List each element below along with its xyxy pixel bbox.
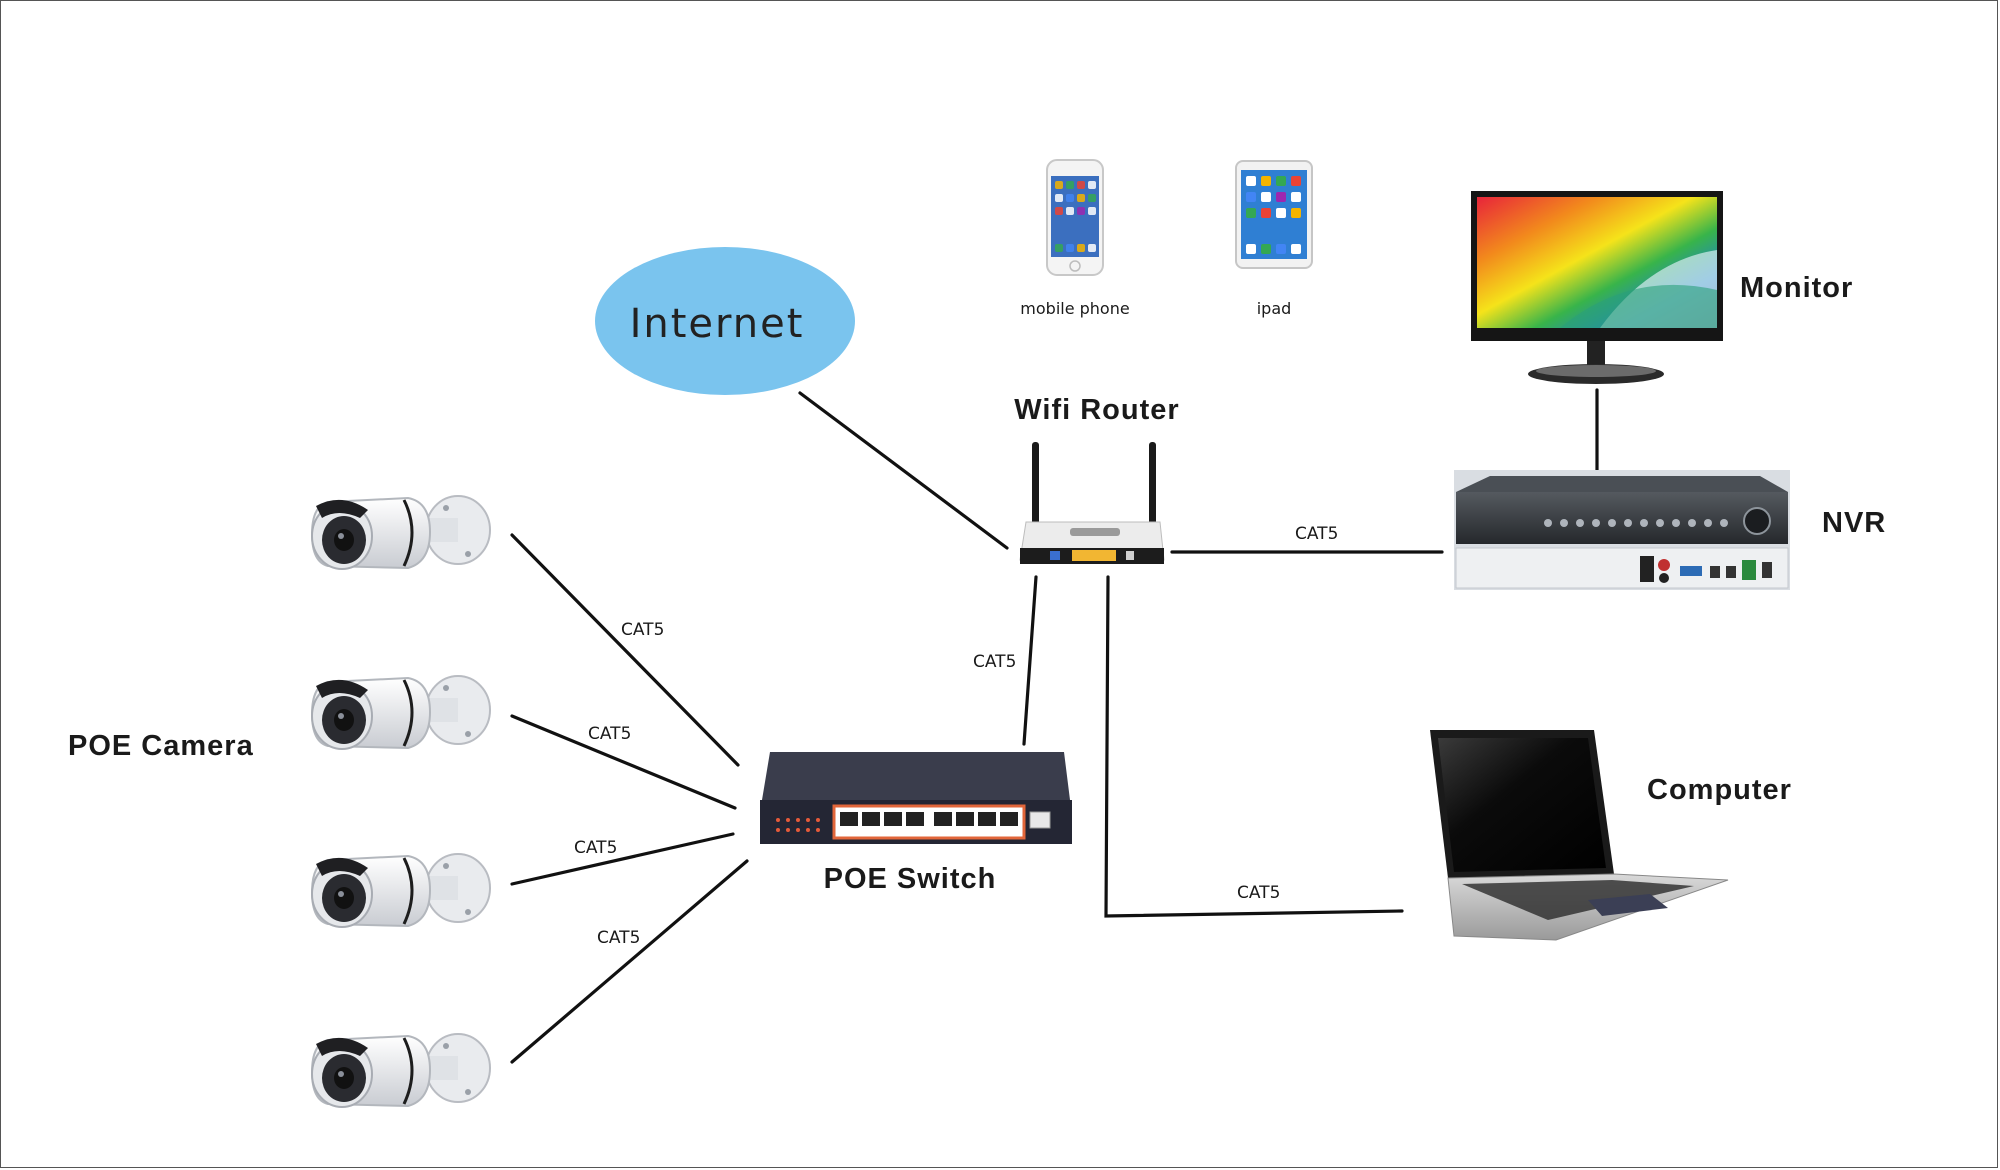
link-label-router-nvr: CAT5 [1295,524,1338,544]
wifi-router-label: Wifi Router [1014,394,1179,426]
wire-router-computer [1104,575,1404,918]
monitor-label: Monitor [1740,272,1853,304]
link-label-camera1: CAT5 [621,620,664,640]
wire-internet-router [798,391,1009,550]
wifi-router-icon [1019,442,1165,564]
wire-camera2-switch [510,714,737,810]
poe-camera-label: POE Camera [68,730,254,762]
link-label-camera2: CAT5 [588,724,631,744]
wire-camera3-switch [510,832,735,886]
mobile-phone-icon [1046,159,1104,276]
poe-camera-4-icon [310,1032,492,1109]
poe-camera-1-icon [310,494,492,571]
ipad-icon [1235,160,1313,269]
mobile-phone-label: mobile phone [1020,299,1129,318]
wire-switch-router [1022,575,1038,746]
nvr-label: NVR [1822,507,1886,539]
nvr-icon [1454,470,1790,590]
wire-camera4-switch [510,859,749,1064]
poe-switch-label: POE Switch [824,863,997,895]
poe-camera-2-icon [310,674,492,751]
wire-camera1-switch [510,533,740,767]
monitor-icon [1471,191,1723,384]
ipad-label: ipad [1257,299,1292,318]
link-label-switch-router: CAT5 [973,652,1016,672]
link-label-camera3: CAT5 [574,838,617,858]
computer-icon [1430,730,1729,941]
computer-label: Computer [1647,774,1792,806]
link-label-camera4: CAT5 [597,928,640,948]
link-label-router-computer: CAT5 [1237,883,1280,903]
internet-cloud [595,247,855,395]
poe-switch-icon [760,752,1072,844]
internet-label: Internet [630,301,805,347]
poe-camera-3-icon [310,852,492,929]
